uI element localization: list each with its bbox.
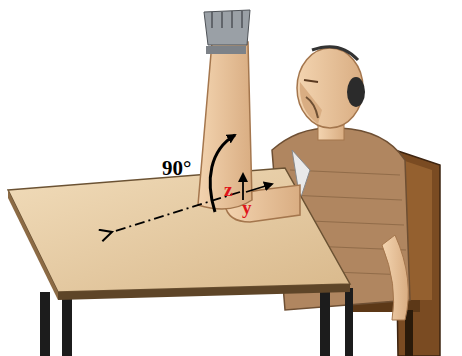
- raised-arm: [198, 10, 300, 222]
- axis-label: y: [242, 198, 252, 217]
- mannequin-head: [297, 47, 365, 140]
- axis-label: z: [224, 180, 232, 199]
- axis-arrows: [112, 174, 272, 232]
- angle-label: 90°: [162, 158, 191, 179]
- table: [8, 168, 353, 356]
